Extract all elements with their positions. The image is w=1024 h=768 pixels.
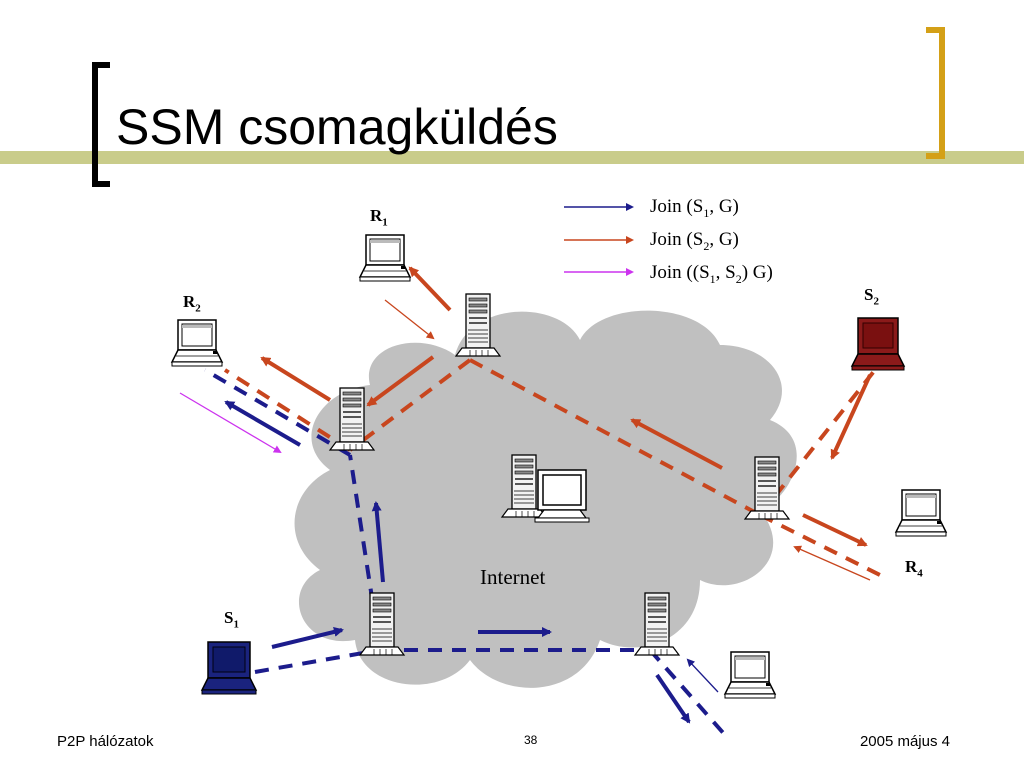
receiver-r2-laptop-icon xyxy=(171,319,223,367)
legend-prefix: Join ((S xyxy=(650,262,710,283)
label-s1: S1 xyxy=(224,608,239,630)
label-letter: R xyxy=(905,557,918,576)
receiver-r4-laptop-icon xyxy=(895,489,947,537)
label-index: 4 xyxy=(917,567,923,580)
label-index: 2 xyxy=(195,302,201,315)
legend-item-s1: Join (S1, G) xyxy=(650,196,739,221)
label-r4: R4 xyxy=(905,557,923,579)
legend-prefix: Join (S xyxy=(650,196,704,217)
footer-date: 2005 május 4 xyxy=(859,733,950,750)
source-s1-laptop-icon xyxy=(200,641,258,695)
legend-item-s2: Join (S2, G) xyxy=(650,229,739,254)
legend-prefix: Join (S xyxy=(650,229,704,250)
legend-suffix: ) G) xyxy=(741,262,773,283)
receiver-r3-laptop-icon xyxy=(724,651,776,699)
source-s2-laptop-icon xyxy=(850,317,906,371)
label-letter: R xyxy=(183,292,196,311)
legend-lines xyxy=(564,203,634,276)
label-letter: S xyxy=(864,285,874,304)
left-bracket xyxy=(92,62,110,187)
legend-mid: , S xyxy=(715,262,736,283)
workstation-icon xyxy=(501,454,590,523)
legend-item-combined: Join ((S1, S2) G) xyxy=(650,262,773,287)
receiver-r1-laptop-icon xyxy=(359,234,411,282)
legend-subscript: 1 xyxy=(709,271,716,286)
combined-join-arrow xyxy=(179,392,282,454)
label-letter: R xyxy=(370,206,383,225)
right-bracket xyxy=(926,27,945,159)
internet-label: Internet xyxy=(480,565,546,589)
legend-subscript-2: 2 xyxy=(735,271,742,286)
label-letter: S xyxy=(224,608,234,627)
footer-left: P2P hálózatok xyxy=(57,733,154,750)
label-index: 1 xyxy=(382,216,388,229)
legend-suffix: , G) xyxy=(709,196,739,217)
label-index: 1 xyxy=(233,618,239,631)
s2-thin-arrows xyxy=(384,299,871,581)
legend-subscript: 2 xyxy=(703,238,710,253)
label-index: 2 xyxy=(873,295,879,308)
label-r2: R2 xyxy=(183,292,201,314)
label-s2: S2 xyxy=(864,285,879,307)
label-r1: R1 xyxy=(370,206,388,228)
s1-join-arrows xyxy=(224,400,691,724)
legend-suffix: , G) xyxy=(709,229,739,250)
s1-thin-arrow xyxy=(686,658,719,693)
s2-join-arrows xyxy=(260,266,872,547)
page-title: SSM csomagküldés xyxy=(116,99,558,155)
page-number: 38 xyxy=(524,733,538,747)
legend-subscript: 1 xyxy=(703,205,710,220)
title-underline-bar xyxy=(0,151,1024,164)
